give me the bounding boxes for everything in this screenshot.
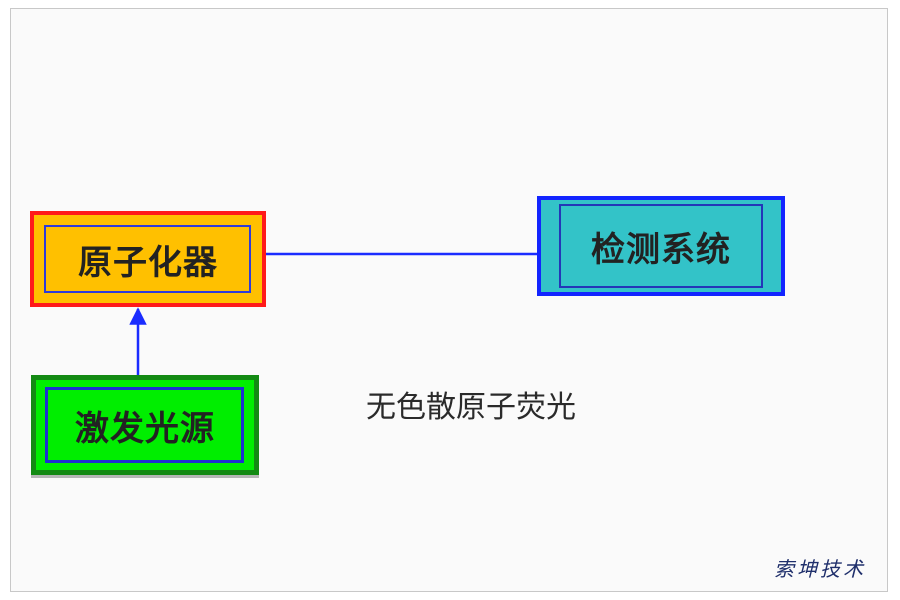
source-node: 激发光源 xyxy=(31,375,259,475)
detector-inner-border xyxy=(559,204,763,288)
source-label: 激发光源 xyxy=(75,408,215,449)
atomizer-node: 原子化器 xyxy=(30,211,266,307)
diagram-caption: 无色散原子荧光 xyxy=(366,390,576,425)
atomizer-label: 原子化器 xyxy=(78,242,218,283)
watermark-text: 索坤技术 xyxy=(774,557,866,581)
source-inner-border xyxy=(45,387,244,463)
atomizer-inner-border xyxy=(44,225,251,293)
detector-label: 检测系统 xyxy=(591,229,731,270)
detector-node: 检测系统 xyxy=(537,196,785,296)
